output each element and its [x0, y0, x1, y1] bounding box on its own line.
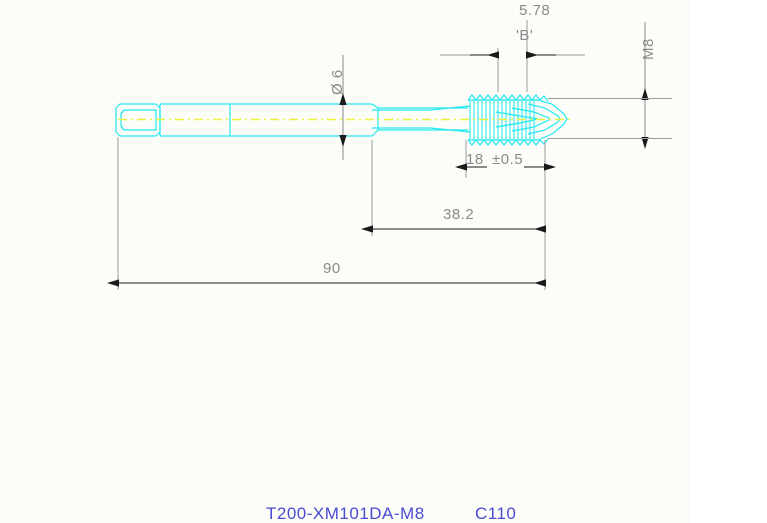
title-part-number: T200-XM101DA-M8: [266, 504, 425, 523]
dim-overall-length: [107, 137, 546, 290]
square-drive-head: [115, 103, 161, 137]
dim-thread-to-shoulder: [361, 140, 546, 236]
dimension-lines: [107, 20, 672, 290]
dim-label-overall-length: 90: [323, 260, 341, 277]
drawing-canvas-background: [0, 0, 690, 523]
dim-label-thread-size: M8: [640, 38, 657, 60]
shank-body: [159, 103, 372, 137]
dim-label-pitch: 5.78: [519, 2, 551, 19]
dim-thread-size: [548, 22, 672, 149]
dim-label-shank-diameter: Ø 6: [329, 69, 346, 95]
flute-neck: [371, 103, 471, 137]
dim-label-thread-to-shoulder: 38.2: [443, 206, 475, 223]
dim-label-thread-length-tolerance: ±0.5: [492, 151, 524, 168]
dim-chamfer-b: [440, 48, 585, 92]
dim-label-chamfer-b: 'B': [516, 27, 534, 44]
dim-thread-length: [455, 140, 556, 178]
title-material-code: C110: [475, 504, 517, 523]
dim-label-thread-length: 18: [466, 151, 484, 168]
